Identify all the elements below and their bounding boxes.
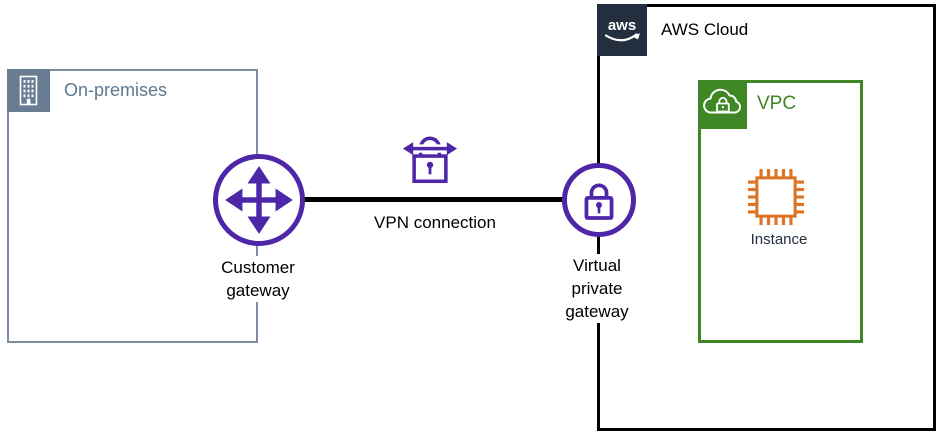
vpc-cloud-lock-icon <box>698 80 747 129</box>
padlock-icon <box>584 183 614 220</box>
on-premises-label: On-premises <box>64 80 168 100</box>
aws-logo-icon: aws <box>597 4 647 56</box>
aws-logo-text: aws <box>608 17 636 34</box>
instance-label: Instance <box>750 231 808 248</box>
vpc-label: VPC <box>757 93 797 114</box>
vpc-box <box>698 80 863 343</box>
virtual-private-gateway-icon <box>562 163 636 237</box>
vpn-connection-line <box>300 197 566 202</box>
customer-gateway-label: Customer gateway <box>206 256 310 302</box>
vpn-connection-lock-arrows-icon <box>402 129 458 185</box>
aws-cloud-label: AWS Cloud <box>661 20 749 39</box>
cross-arrows-icon <box>225 166 293 234</box>
customer-gateway-icon <box>213 154 305 246</box>
instance-chip-icon <box>748 169 804 225</box>
building-icon <box>7 69 50 112</box>
virtual-private-gateway-label: Virtual private gateway <box>557 254 637 323</box>
vpn-connection-label: VPN connection <box>374 213 496 232</box>
